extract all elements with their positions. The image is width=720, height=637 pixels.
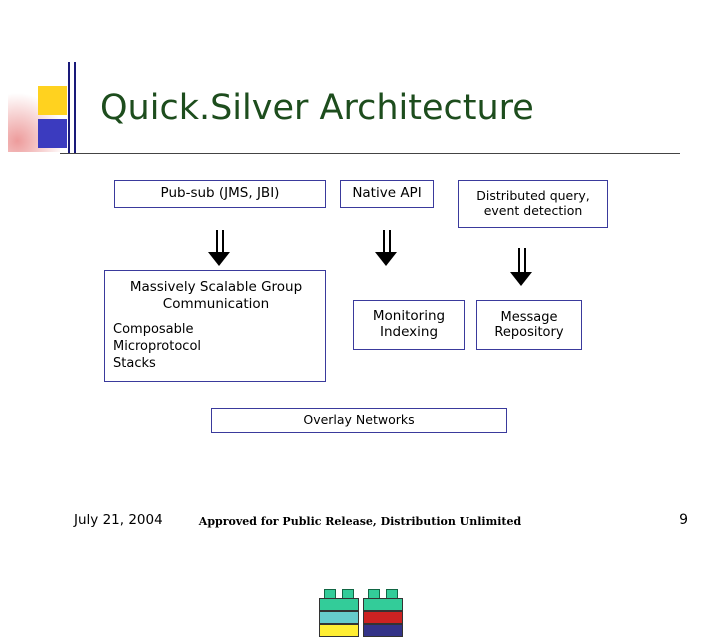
lego-stud [324,589,336,598]
arrow-distquery-to-repository [510,248,534,288]
logo-vertical-line-right [74,62,76,154]
lego-stud [368,589,380,598]
group-communication-title: Massively Scalable Group Communication [129,279,303,312]
lego-brick-yellow [319,624,359,637]
logo-blue-square [38,119,67,148]
arrow-native-to-monitoring [375,230,399,266]
box-overlay-networks: Overlay Networks [211,408,507,433]
slide-canvas: Quick.Silver Architecture Pub-sub (JMS, … [8,62,688,637]
arrow-pubsub-to-group [208,230,232,266]
lego-studs [319,589,359,598]
arrow-head [375,252,397,266]
page-title: Quick.Silver Architecture [100,88,534,128]
lego-stack-left [319,589,359,637]
box-group-communication: Massively Scalable Group Communication C… [104,270,403,637]
lego-studs [363,589,403,598]
footer-distribution-notice: Approved for Public Release, Distributio… [198,515,522,528]
arrow-head [510,272,532,286]
box-message-repository: Message Repository [476,300,582,350]
logo-vertical-line-left [68,62,70,154]
arrow-shaft-right [524,248,526,272]
box-distributed-query: Distributed query, event detection [458,180,608,228]
lego-stud [386,589,398,598]
arrow-shaft-left [383,230,385,252]
lego-brick-red [363,611,403,624]
arrow-shaft-right [222,230,224,252]
lego-stud [342,589,354,598]
lego-brick-green [319,598,359,611]
lego-brick-navy [363,624,403,637]
logo-decoration [8,62,92,154]
title-underline [60,153,680,154]
box-pub-sub: Pub-sub (JMS, JBI) [114,180,326,208]
logo-yellow-square [38,86,67,115]
arrow-shaft-left [518,248,520,272]
footer-page-number: 9 [679,512,688,528]
arrow-shaft-right [389,230,391,252]
lego-brick-teal [319,611,359,624]
arrow-shaft-left [216,230,218,252]
box-native-api: Native API [340,180,434,208]
arrow-head [208,252,230,266]
footer-date: July 21, 2004 [74,512,163,528]
lego-brick-green [363,598,403,611]
group-communication-subtitle: Composable Microprotocol Stacks [113,322,202,372]
lego-stack-right [363,589,403,637]
box-monitoring-indexing: Monitoring Indexing [353,300,465,350]
